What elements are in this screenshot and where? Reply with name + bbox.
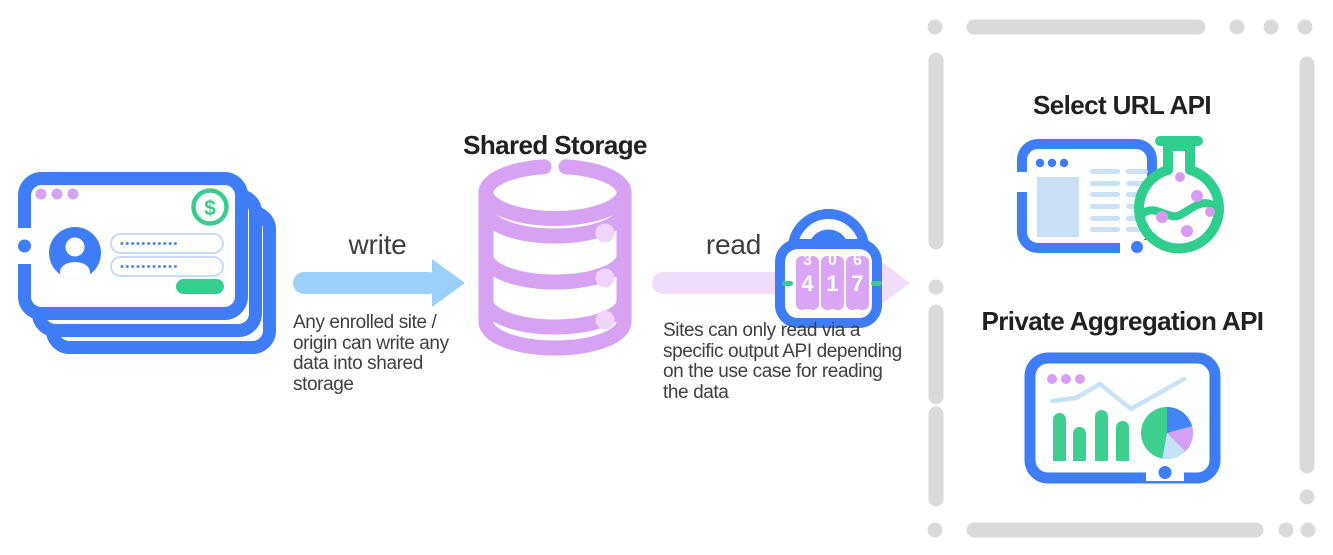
reel-digit-below: 2 [828,307,837,324]
select-url-api-title: Select URL API [1033,90,1212,120]
password-dots: ••••••••••• [120,261,179,273]
private-aggregation-api-title: Private Aggregation API [981,306,1264,336]
reel-digit: 1 [826,271,838,296]
bar-chart-icon [1053,410,1129,461]
reel-digit: 7 [851,271,863,296]
write-description: Any enrolled site / origin can write any… [293,312,449,395]
stacked-windows-icon: $ ••••••••••• ••••••••••• [15,172,276,354]
reel-digit-above: 0 [828,252,837,269]
lock-reels[interactable] [796,256,869,310]
flask-bubbles [1156,172,1215,237]
read-description: Sites can only read via a specific outpu… [663,320,902,403]
reel-digit-above: 6 [853,252,862,269]
reel-digit-below: 8 [853,307,862,324]
reel-digit-above: 3 [803,252,812,269]
reel-digit-below: 5 [803,307,812,324]
border-dot [18,239,31,253]
flask-liquid-line [1138,199,1220,221]
flask-icon [1134,136,1224,254]
password-field[interactable]: ••••••••••• [110,233,224,254]
content-block [1037,177,1079,237]
password-field[interactable]: ••••••••••• [110,256,224,277]
read-label: read [705,229,762,260]
reel-digit: 4 [801,271,814,296]
dollar-coin-icon: $ [191,188,229,226]
border-dot [1131,241,1143,253]
combination-lock-icon: 3 0 6 4 1 7 5 2 8 [775,209,882,328]
border-dot [1158,466,1172,479]
dashed-boundary [927,19,1316,538]
border-gap [1014,172,1028,192]
database-row-dots [595,223,615,330]
lock-dial-marks [782,281,882,286]
write-label: write [348,229,407,260]
database-icon [478,159,632,356]
shared-storage-title: Shared Storage [463,130,647,160]
write-arrow-icon [293,259,465,307]
dollar-sign: $ [204,197,216,220]
lock-shackle-outer [787,209,870,251]
dashboard-chart-icon [1024,352,1221,484]
window-traffic-dots-icon [1035,158,1069,168]
line-chart-icon [1049,376,1187,412]
window-traffic-dots-icon [1047,374,1085,384]
browser-flask-icon [1014,136,1224,255]
pie-chart-icon [1141,407,1193,459]
avatar-icon [49,227,101,279]
window-traffic-dots-icon [35,188,79,200]
submit-button[interactable] [176,279,224,294]
password-dots: ••••••••••• [120,238,179,250]
